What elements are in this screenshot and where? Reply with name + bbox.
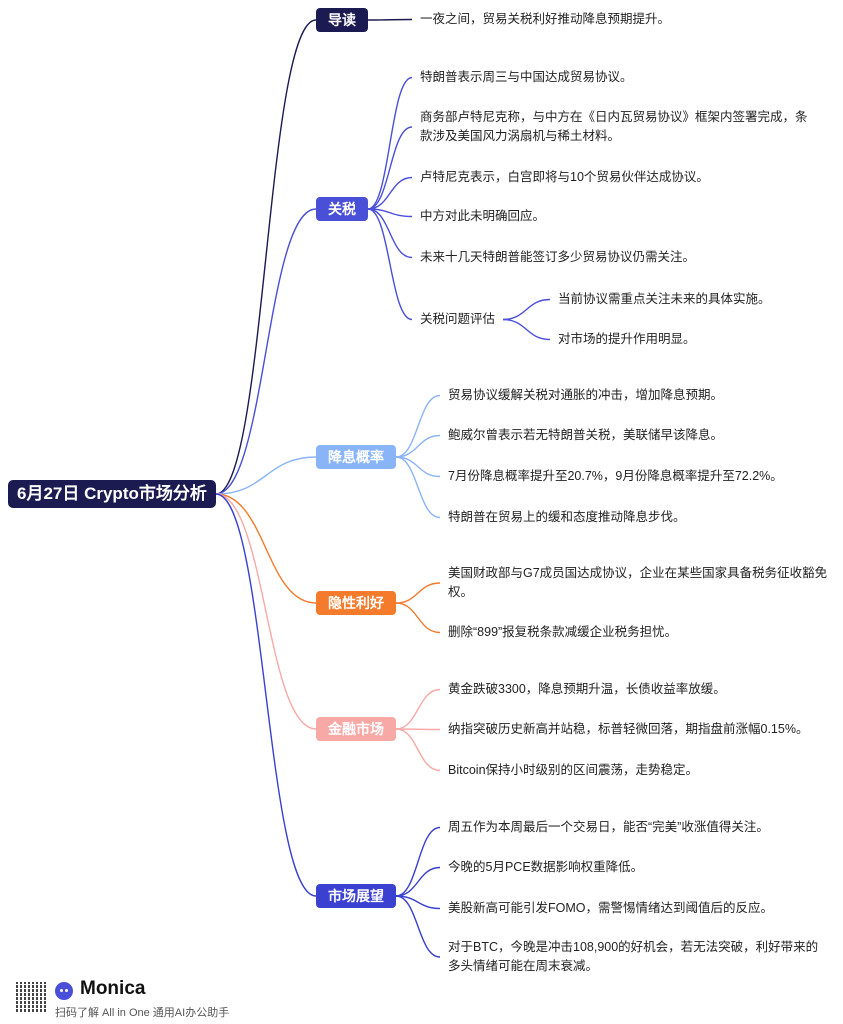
root-connector (215, 493, 317, 730)
leaf-connector (395, 602, 441, 634)
leaf-item[interactable]: 中方对此未明确回应。 (420, 209, 546, 223)
branch-jiangxi[interactable]: 降息概率 (316, 445, 396, 469)
root-connector (215, 493, 317, 897)
leaf-item[interactable]: 商务部卢特尼克称，与中方在《日内瓦贸易协议》框架内签署完成，条款涉及美国风力涡扇… (420, 110, 808, 143)
leaf-connector (395, 434, 441, 458)
leaf-connector (367, 208, 413, 259)
brand-tagline: 扫码了解 All in One 通用AI办公助手 (55, 1007, 230, 1019)
branch-guanshui[interactable]: 关税 (316, 197, 368, 221)
leaf-item[interactable]: 鲍威尔曾表示若无特朗普关税，美联储早该降息。 (448, 428, 724, 442)
root-connector (215, 456, 317, 495)
monica-logo-icon (55, 982, 73, 1000)
leaf-connector (367, 208, 413, 321)
leaf-connector (367, 176, 413, 210)
leaf-item[interactable]: 黄金跌破3300，降息预期升温，长债收益率放缓。 (448, 682, 726, 696)
leaf-connector (395, 582, 441, 604)
root-topic[interactable]: 6月27日 Crypto市场分析 (8, 480, 216, 508)
brand-name: Monica (80, 978, 146, 999)
leaf-item[interactable]: 未来十几天特朗普能签订多少贸易协议仍需关注。 (420, 250, 696, 264)
leaf-connector (503, 318, 551, 341)
leaf-item[interactable]: 当前协议需重点关注未来的具体实施。 (558, 292, 771, 306)
leaf-item[interactable]: 纳指突破历史新高并站稳，标普轻微回落，期指盘前涨幅0.15%。 (448, 722, 809, 736)
leaf-item[interactable]: 今晚的5月PCE数据影响权重降低。 (448, 860, 644, 874)
leaf-item[interactable]: 对于BTC，今晚是冲击108,900的好机会，若无法突破，利好带来的多头情绪可能… (448, 940, 819, 973)
branch-yinxing[interactable]: 隐性利好 (316, 591, 396, 615)
leaf-connector (367, 76, 413, 210)
leaf-connector (395, 688, 441, 730)
leaf-item[interactable]: Bitcoin保持小时级别的区间震荡，走势稳定。 (448, 763, 699, 777)
leaf-connector (395, 895, 441, 910)
root-connector (215, 208, 317, 495)
branch-zhanwang[interactable]: 市场展望 (316, 884, 396, 908)
leaf-item[interactable]: 删除“899”报复税条款减缓企业税务担忧。 (448, 625, 678, 639)
leaf-item[interactable]: 美国财政部与G7成员国达成协议，企业在某些国家具备税务征收豁免权。 (448, 566, 828, 599)
leaf-connector (395, 826, 441, 897)
branch-jinrong[interactable]: 金融市场 (316, 717, 396, 741)
leaf-item[interactable]: 卢特尼克表示，白宫即将与10个贸易伙伴达成协议。 (420, 170, 709, 184)
leaf-item[interactable]: 一夜之间，贸易关税利好推动降息预期提升。 (420, 12, 671, 26)
leaf-connector (395, 728, 441, 772)
leaf-connector (395, 456, 441, 519)
leaf-item[interactable]: 贸易协议缓解关税对通胀的冲击，增加降息预期。 (448, 388, 724, 402)
leaf-item[interactable]: 周五作为本周最后一个交易日，能否“完美”收涨值得关注。 (448, 820, 769, 834)
leaf-connector (367, 126, 413, 210)
leaf-item[interactable]: 特朗普在贸易上的缓和态度推动降息步伐。 (448, 510, 686, 524)
leaf-item[interactable]: 美股新高可能引发FOMO，需警惕情绪达到阈值后的反应。 (448, 901, 773, 915)
root-connector (215, 493, 317, 604)
qr-code-icon (16, 982, 46, 1012)
root-connector (215, 19, 317, 495)
leaf-connector (395, 895, 441, 958)
branch-daodu[interactable]: 导读 (316, 8, 368, 32)
leaf-connector (503, 298, 551, 321)
leaf-connector (395, 866, 441, 897)
leaf-connector (395, 728, 441, 731)
leaf-connector (395, 394, 441, 458)
leaf-item[interactable]: 对市场的提升作用明显。 (558, 332, 696, 346)
leaf-item[interactable]: 7月份降息概率提升至20.7%，9月份降息概率提升至72.2%。 (448, 469, 783, 483)
subtopic-guanshui-eval[interactable]: 关税问题评估 (420, 312, 496, 326)
leaf-item[interactable]: 特朗普表示周三与中国达成贸易协议。 (420, 70, 633, 84)
leaf-connector (367, 18, 413, 21)
